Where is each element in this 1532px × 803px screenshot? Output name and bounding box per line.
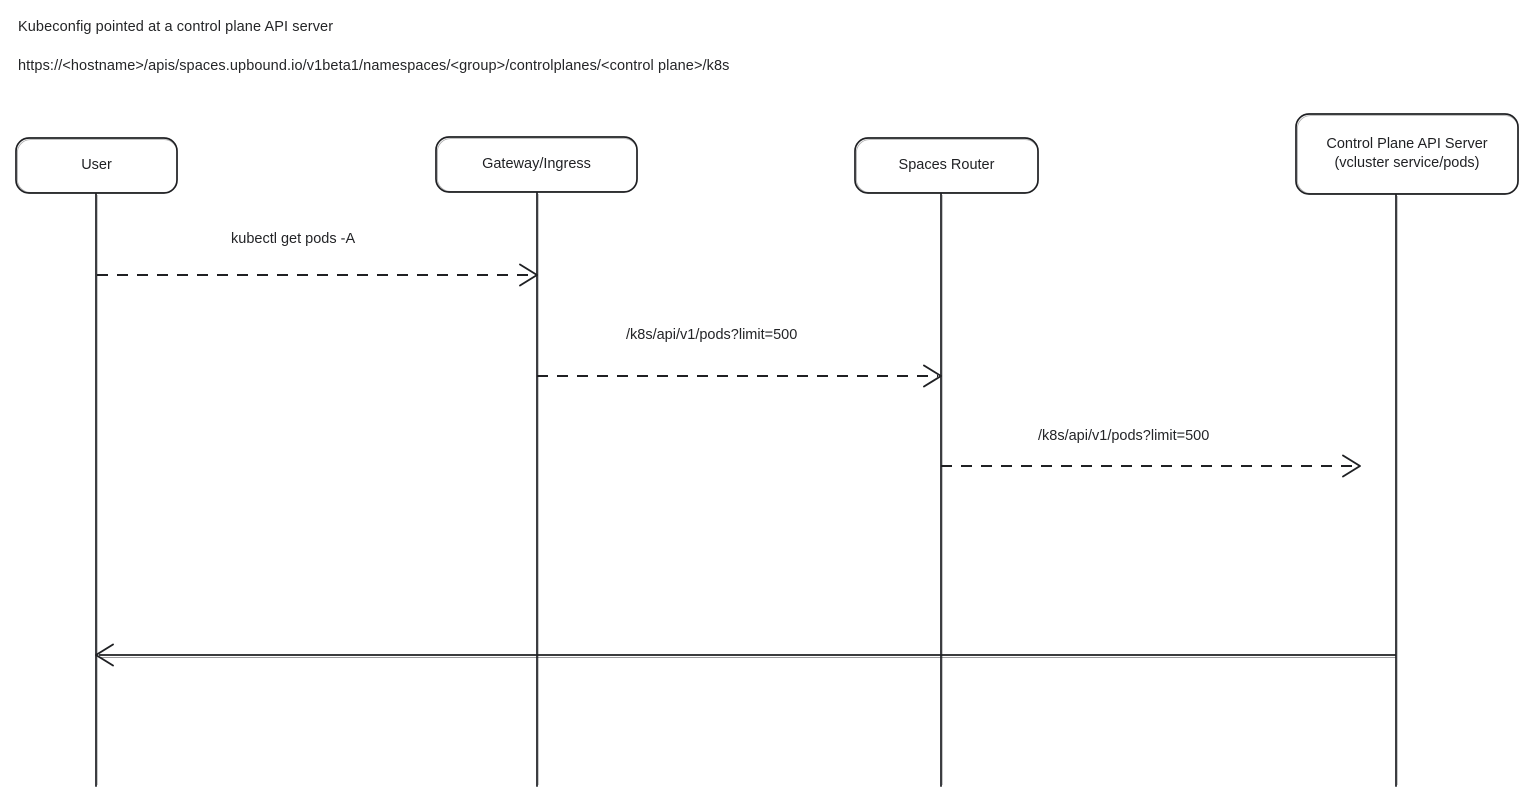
msg-kubectl-get-pods: [97, 263, 538, 287]
participant-box-control-plane-api-server[interactable]: [1295, 113, 1519, 195]
participant-box-gateway[interactable]: [435, 136, 638, 193]
participant-box-spaces-router[interactable]: [854, 137, 1039, 194]
lifeline-gateway: [536, 191, 539, 787]
lifelines-layer: [95, 191, 1398, 787]
msg-response-to-user-arrowhead: [95, 643, 114, 667]
msg-response-to-user: [95, 643, 1396, 667]
participant-box-user[interactable]: [15, 137, 178, 194]
msg-kubectl-get-pods-arrowhead: [519, 263, 538, 287]
msg-gateway-to-router-arrowhead: [923, 364, 942, 388]
participant-boxes-layer: [15, 113, 1519, 195]
note-control-plane-url: https://<hostname>/apis/spaces.upbound.i…: [18, 58, 730, 74]
note-kubeconfig: Kubeconfig pointed at a control plane AP…: [18, 19, 334, 35]
messages-layer: [95, 263, 1396, 667]
msg-gateway-to-router: [537, 364, 942, 388]
lifeline-control-plane-api-server: [1395, 193, 1398, 787]
lifeline-user: [95, 192, 98, 787]
msg-router-to-api-server-arrowhead: [1342, 454, 1361, 478]
msg-router-to-api-server: [941, 454, 1361, 478]
lifeline-spaces-router: [940, 192, 943, 787]
